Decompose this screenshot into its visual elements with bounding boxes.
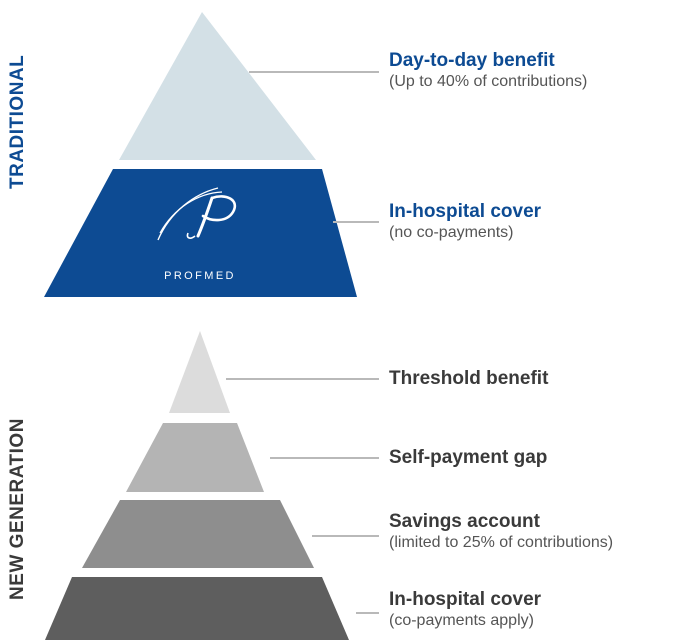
- tier-title: Savings account: [389, 511, 540, 532]
- label-self-payment-gap: Self-payment gap: [389, 447, 547, 469]
- newgen-tier-threshold: [169, 331, 230, 413]
- tier-note: (co-payments apply): [389, 612, 534, 629]
- label-savings-account: Savings account (limited to 25% of contr…: [389, 511, 613, 553]
- tier-title: Day-to-day benefit: [389, 50, 555, 71]
- traditional-side-label: TRADITIONAL: [7, 54, 28, 189]
- newgen-tier-self-payment: [126, 423, 264, 492]
- label-threshold-benefit: Threshold benefit: [389, 368, 548, 390]
- tier-title: Self-payment gap: [389, 447, 548, 468]
- new-generation-side-label: NEW GENERATION: [7, 418, 28, 600]
- tier-note: (Up to 40% of contributions): [389, 73, 588, 90]
- profmed-logo-icon: [157, 187, 236, 241]
- tier-note: (no co-payments): [389, 224, 514, 241]
- label-in-hospital-cover-newgen: In-hospital cover (co-payments apply): [389, 589, 541, 631]
- tier-title: In-hospital cover: [389, 201, 542, 222]
- profmed-logo-text: PROFMED: [164, 270, 236, 282]
- label-in-hospital-cover-traditional: In-hospital cover (no co-payments): [389, 201, 541, 243]
- tier-title: Threshold benefit: [389, 368, 549, 389]
- tier-note: (limited to 25% of contributions): [389, 534, 614, 551]
- label-day-to-day-benefit: Day-to-day benefit (Up to 40% of contrib…: [389, 50, 587, 92]
- traditional-tier-top: [119, 12, 316, 160]
- newgen-tier-savings: [82, 500, 314, 568]
- tier-title: In-hospital cover: [389, 589, 542, 610]
- newgen-tier-in-hospital: [45, 577, 349, 640]
